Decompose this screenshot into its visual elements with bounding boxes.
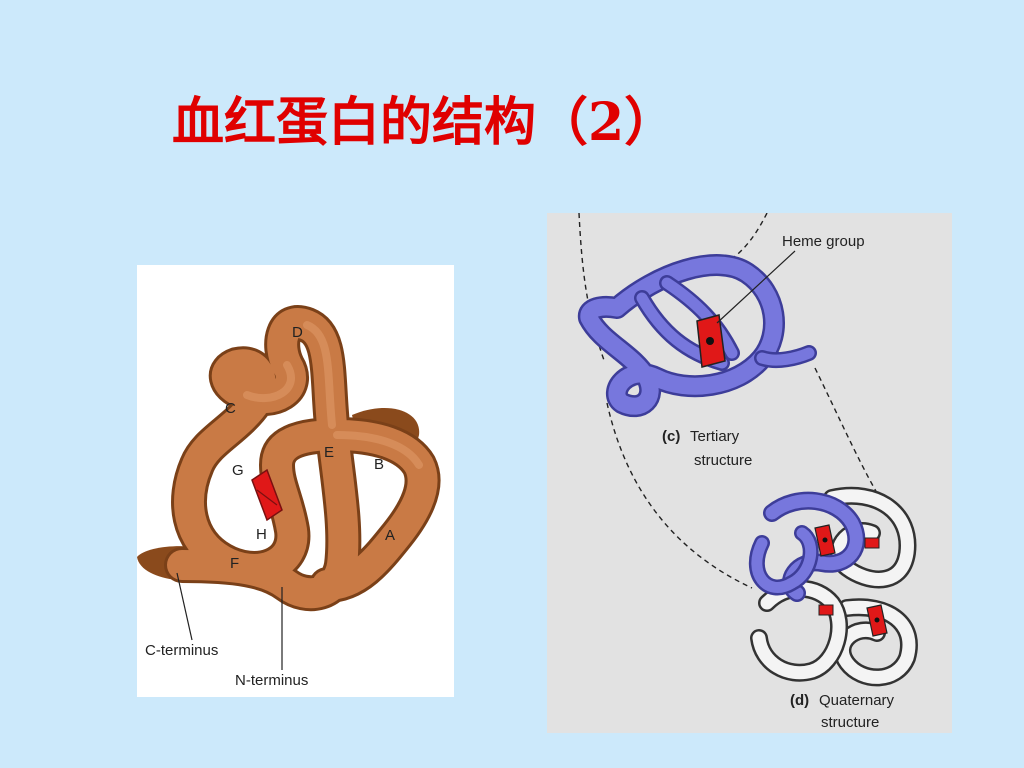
heme-group-leader bbox=[716, 250, 796, 324]
helix-label-h: H bbox=[256, 526, 267, 543]
n-terminus-label: N-terminus bbox=[235, 672, 308, 689]
quaternary-caption-prefix: (d) bbox=[790, 692, 809, 709]
heme-group-label: Heme group bbox=[782, 233, 865, 250]
helix-label-e: E bbox=[324, 444, 334, 461]
quaternary-tetramer bbox=[748, 486, 918, 687]
heme-group-tertiary bbox=[696, 314, 726, 368]
tertiary-subunit bbox=[577, 254, 817, 418]
helix-label-d: D bbox=[292, 324, 303, 341]
slide-title: 血红蛋白的结构（2） bbox=[172, 92, 677, 153]
hemoglobin-structure-figure: Heme group (c) Tertiary structure bbox=[547, 213, 952, 733]
quaternary-caption-line2: structure bbox=[821, 714, 879, 731]
tertiary-caption-line2: structure bbox=[694, 452, 752, 469]
helix-label-a: A bbox=[385, 527, 395, 544]
heme-group-left bbox=[251, 468, 283, 522]
hemoglobin-illustration: Heme group (c) Tertiary structure bbox=[577, 213, 918, 731]
helix-label-g: G bbox=[232, 462, 244, 479]
helix-label-c: C bbox=[225, 400, 236, 417]
helix-label-b: B bbox=[374, 456, 384, 473]
c-terminus-leader bbox=[176, 572, 193, 641]
heme-groups-quaternary bbox=[814, 524, 888, 637]
tertiary-caption-prefix: (c) bbox=[662, 428, 680, 445]
globin-fold-figure: D C E B G H A F C-terminus N-terminus bbox=[137, 265, 454, 697]
chain-highlight bbox=[243, 321, 423, 469]
dashed-guide-right bbox=[814, 367, 878, 494]
helix-label-f: F bbox=[230, 555, 239, 572]
tertiary-caption-line1: Tertiary bbox=[690, 428, 740, 445]
globin-fold-illustration: D C E B G H A F C-terminus N-terminus bbox=[137, 305, 441, 689]
c-terminus-label: C-terminus bbox=[145, 642, 218, 659]
quaternary-caption-line1: Quaternary bbox=[819, 692, 895, 709]
